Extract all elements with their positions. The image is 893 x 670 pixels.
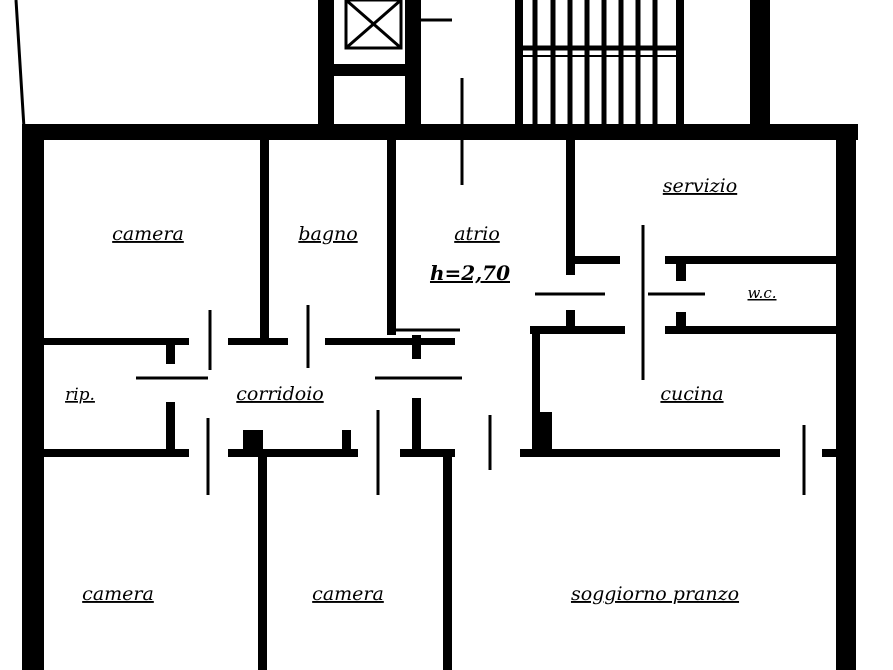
wall-cucina-bottom-end — [822, 449, 836, 457]
walls — [22, 0, 858, 670]
wall-camera-soggiorno — [443, 452, 452, 670]
door-lines — [136, 78, 852, 495]
wall-rip-stub-upper — [166, 338, 175, 364]
wall-wc-stub-upper — [676, 256, 686, 281]
stair-treads — [532, 0, 658, 125]
thin-lines — [14, 0, 856, 495]
wall-cucina-top — [530, 326, 625, 334]
wall-bagno-atrio — [387, 140, 396, 335]
label-bagno: bagno — [298, 223, 357, 245]
wall-corr-top-a — [228, 338, 288, 345]
wall-corr-stub-lower — [412, 398, 421, 454]
label-camera-bottom-left: camera — [82, 583, 154, 605]
label-servizio: servizio — [663, 175, 737, 197]
wall-cucina-bottom — [520, 449, 780, 457]
wall-cucina-post — [538, 412, 552, 454]
elevator-wall-mid — [318, 64, 418, 76]
label-ripostiglio: rip. — [65, 385, 95, 405]
wall-rip-top — [44, 338, 189, 345]
wall-corr-bottom-a — [44, 449, 189, 457]
label-corridoio: corridoio — [236, 383, 323, 405]
wall-atrio-servizio — [566, 140, 575, 275]
label-wc: w.c. — [748, 284, 777, 302]
stair-wall-left — [515, 0, 523, 128]
wall-corr-bottom-b — [228, 449, 358, 457]
wall-servizio-lower — [575, 256, 620, 264]
wall-cucina-stub — [566, 310, 575, 330]
wall-pillar — [243, 430, 263, 452]
label-camera-bottom-middle: camera — [312, 583, 384, 605]
wall-east — [836, 124, 856, 670]
stair-outer-wall — [750, 0, 770, 130]
wall-wc-top — [665, 256, 836, 264]
label-soggiorno: soggiorno pranzo — [571, 583, 739, 605]
wall-wc-stub-lower — [676, 312, 686, 334]
wall-camera-camera — [258, 452, 267, 670]
wall-wc-bottom — [665, 326, 836, 334]
elevator-car — [344, 0, 403, 50]
wall-cucina-left — [532, 330, 540, 454]
wall-north — [22, 124, 858, 140]
wall-corr-stub-upper — [412, 335, 421, 359]
wall-rip-stub-lower — [166, 402, 175, 454]
label-atrio-height: h=2,70 — [430, 261, 510, 285]
wall-west — [22, 124, 44, 670]
wall-corr-bottom-c — [400, 449, 455, 457]
wall-camera-bagno — [260, 140, 269, 340]
label-cucina: cucina — [660, 383, 723, 405]
room-labels: camera bagno atrio h=2,70 servizio w.c. … — [65, 175, 776, 605]
stair-wall-right — [676, 0, 684, 128]
wall-corr-stub-small — [342, 430, 351, 454]
label-atrio: atrio — [454, 223, 500, 245]
label-camera-top-left: camera — [112, 223, 184, 245]
wall-corr-top-b — [325, 338, 455, 345]
